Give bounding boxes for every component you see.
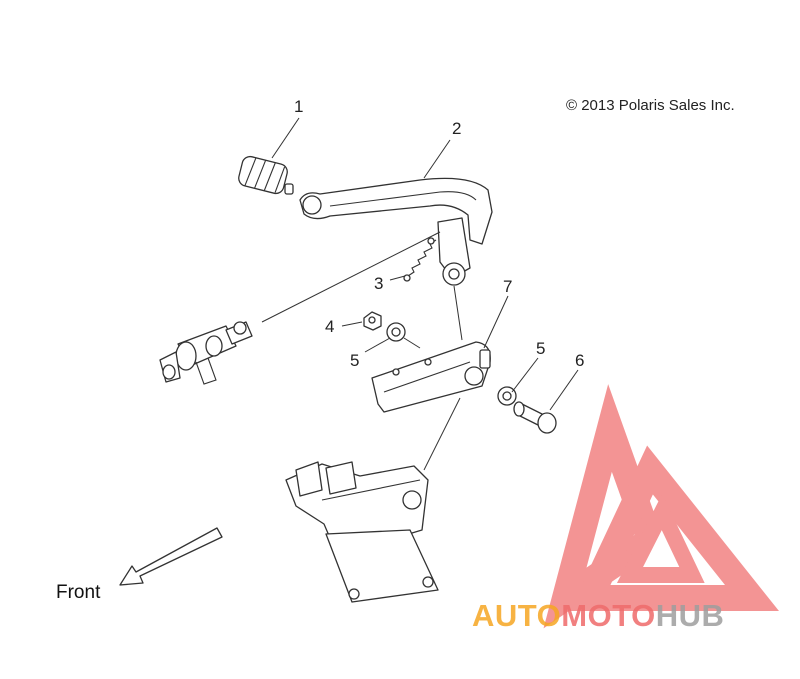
part-7-bracket-plate [371, 341, 491, 413]
callout-2: 2 [452, 119, 461, 138]
connector-line-3 [453, 285, 463, 341]
part-5-washer-right [497, 386, 517, 406]
watermark-text: AUTOMOTOHUB [472, 598, 724, 633]
part-3-spring [403, 237, 437, 282]
callout-1: 1 [294, 97, 303, 116]
leader-5a [364, 337, 391, 353]
mounting-frame [285, 461, 439, 603]
watermark-moto: MOTO [561, 598, 655, 633]
callout-5b: 5 [536, 339, 545, 358]
leader-3 [389, 275, 406, 281]
callout-4: 4 [325, 317, 334, 336]
leader-5a-b [403, 337, 421, 349]
connector-line-2 [423, 397, 461, 471]
leader-6 [549, 369, 579, 411]
watermark-auto: AUTO [472, 598, 561, 633]
front-arrow-icon [119, 527, 223, 586]
part-4-nut [363, 311, 382, 331]
leader-4 [341, 321, 363, 327]
callout-6: 6 [575, 351, 584, 370]
leader-5b [511, 357, 539, 393]
callout-7: 7 [503, 277, 512, 296]
watermark-logo [543, 384, 779, 629]
copyright-text: © 2013 Polaris Sales Inc. [566, 97, 735, 114]
watermark-hub: HUB [656, 598, 725, 633]
part-5-bushing-left [386, 322, 406, 342]
callout-5a: 5 [350, 351, 359, 370]
part-6-bolt [513, 401, 557, 434]
callout-3: 3 [374, 274, 383, 293]
leader-7 [483, 295, 509, 349]
leader-1 [271, 117, 300, 159]
front-label: Front [56, 582, 101, 603]
part-2-brake-pedal-arm [299, 177, 493, 286]
leader-2 [423, 139, 451, 179]
part-1-pedal-pad [238, 155, 294, 195]
connector-line [261, 231, 441, 323]
master-cylinder [159, 321, 253, 385]
